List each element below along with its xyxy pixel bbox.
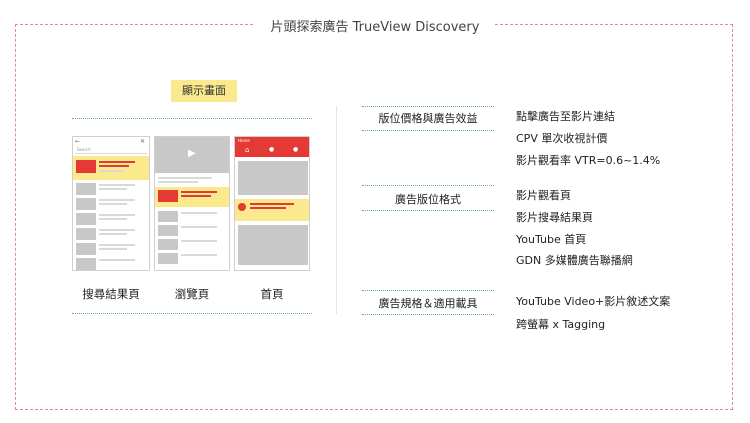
- play-icon: ▶: [188, 148, 196, 159]
- result-line: [99, 218, 127, 220]
- bottom-dotted-rule: [72, 313, 312, 314]
- page-title: 片頭探索廣告 TrueView Discovery: [254, 20, 496, 35]
- spec-value: GDN 多媒體廣告聯播網: [516, 254, 633, 267]
- spec-rule: [362, 185, 494, 186]
- caption-home: 首頁: [260, 287, 284, 301]
- result-line: [99, 229, 135, 231]
- top-dotted-rule: [72, 118, 312, 119]
- result-line: [99, 259, 135, 261]
- close-icon: ✕: [139, 138, 145, 145]
- meta-line: [158, 177, 212, 179]
- spec-rule: [362, 210, 494, 211]
- ad-line: [250, 207, 286, 209]
- caption-search: 搜尋結果頁: [82, 287, 140, 301]
- ad-line: [181, 195, 211, 197]
- trending-icon: ●: [269, 146, 275, 153]
- related-line: [181, 212, 217, 214]
- spec-key: 廣告規格＆適用載具: [378, 297, 478, 310]
- related-thumb: [158, 225, 178, 236]
- result-line: [99, 203, 127, 205]
- related-line: [181, 254, 217, 256]
- back-arrow-icon: ←: [75, 138, 81, 145]
- related-line: [181, 240, 217, 242]
- ad-line: [99, 165, 129, 167]
- search-underline: [75, 153, 147, 154]
- result-thumb: [76, 243, 96, 255]
- search-placeholder: Search: [77, 147, 91, 152]
- feed-video: [238, 161, 308, 195]
- result-line: [99, 233, 127, 235]
- spec-value: 影片觀看率 VTR=0.6~1.4%: [516, 154, 661, 167]
- spec-key: 廣告版位格式: [395, 193, 461, 206]
- ad-thumbnail: [76, 160, 96, 173]
- related-line: [181, 226, 217, 228]
- result-thumb: [76, 228, 96, 240]
- result-line: [99, 184, 135, 186]
- page-title-wrap: 片頭探索廣告 TrueView Discovery: [0, 16, 750, 35]
- home-page-mock: Home ⌂ ● ●: [234, 136, 310, 271]
- spec-rule: [362, 130, 494, 131]
- feed-video: [238, 225, 308, 265]
- caption-watch: 瀏覽頁: [174, 287, 210, 301]
- related-thumb: [158, 253, 178, 264]
- display-label: 顯示畫面: [171, 80, 237, 102]
- spec-value: 影片觀看頁: [516, 189, 571, 202]
- vertical-divider: [336, 106, 337, 314]
- result-thumb: [76, 258, 96, 270]
- result-thumb: [76, 198, 96, 210]
- ad-line: [99, 161, 135, 163]
- spec-value: 點擊廣告至影片連結: [516, 110, 615, 123]
- spec-value: YouTube Video+影片敘述文案: [516, 295, 671, 308]
- spec-value: 跨螢幕 x Tagging: [516, 318, 606, 331]
- result-thumb: [76, 213, 96, 225]
- spec-rule: [362, 314, 494, 315]
- meta-line: [158, 181, 198, 183]
- result-line: [99, 248, 127, 250]
- search-results-mock: ← ✕ Search: [72, 136, 150, 271]
- result-line: [99, 244, 135, 246]
- result-line: [99, 199, 135, 201]
- ad-thumbnail: [158, 190, 178, 202]
- spec-value: YouTube 首頁: [516, 233, 587, 246]
- result-line: [99, 188, 127, 190]
- ad-line: [181, 191, 217, 193]
- watch-page-mock: ▶: [154, 136, 230, 271]
- video-player: [155, 137, 229, 173]
- result-line: [99, 214, 135, 216]
- home-icon: ⌂: [245, 146, 250, 154]
- result-thumb: [76, 183, 96, 195]
- spec-key: 版位價格與廣告效益: [378, 112, 478, 125]
- channel-avatar: [238, 203, 246, 211]
- account-icon: ●: [293, 146, 299, 153]
- spec-rule: [362, 290, 494, 291]
- spec-rule: [362, 106, 494, 107]
- home-brand: Home: [238, 138, 250, 143]
- home-header: [235, 137, 309, 157]
- related-thumb: [158, 239, 178, 250]
- spec-value: CPV 單次收視計價: [516, 132, 608, 145]
- ad-line: [250, 203, 294, 205]
- ad-desc-line: [99, 170, 123, 172]
- related-thumb: [158, 211, 178, 222]
- spec-value: 影片搜尋結果頁: [516, 211, 593, 224]
